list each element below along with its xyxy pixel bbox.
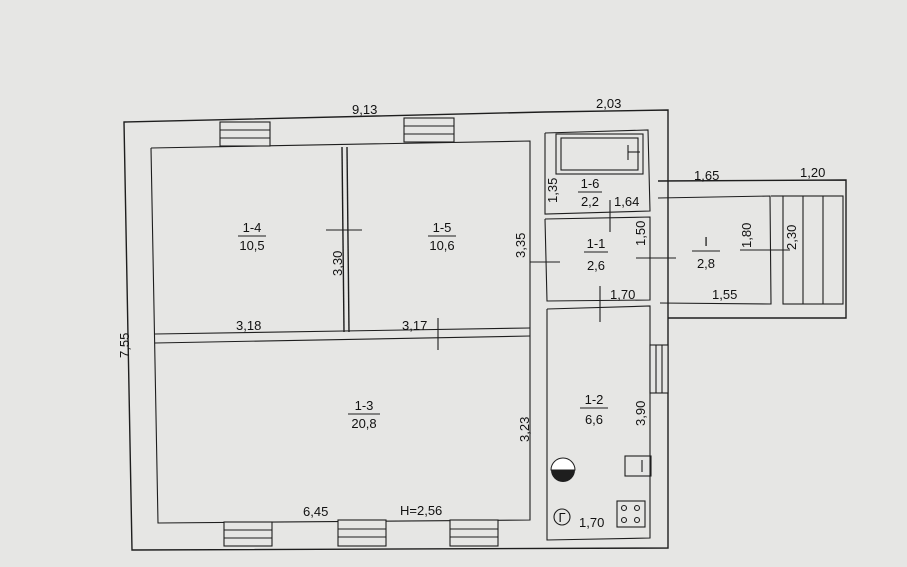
dim-porch-right: 1,80	[739, 223, 754, 248]
dim-top-right: 2,03	[596, 96, 621, 111]
room-label-porch: I 2,8	[692, 234, 720, 271]
svg-text:6,6: 6,6	[585, 412, 603, 427]
svg-text:20,8: 20,8	[351, 416, 376, 431]
bathtub-inner	[560, 137, 639, 171]
dim-room12-bottom: 1,70	[579, 515, 604, 530]
porch-outline	[657, 179, 847, 319]
room-label-11: 1-1 2,6	[584, 236, 608, 273]
window-bottom-3	[449, 519, 499, 547]
room-label-16: 1-6 2,2	[578, 176, 602, 209]
stove-icon	[616, 500, 646, 528]
window-top-2	[403, 117, 455, 143]
dim-room12-right: 3,90	[633, 401, 648, 426]
room-16-outline	[544, 129, 651, 215]
svg-text:10,5: 10,5	[239, 238, 264, 253]
dim-room14-bottom: 3,18	[236, 318, 261, 333]
partition-top-rooms-b	[154, 335, 531, 344]
window-bottom-1	[223, 521, 273, 547]
dim-room15-right: 3,35	[513, 233, 528, 258]
svg-text:2,6: 2,6	[587, 258, 605, 273]
sink-icon	[624, 455, 652, 477]
dim-room16-right: 1,64	[614, 194, 639, 209]
partition-14-15	[341, 146, 345, 333]
gas-meter-symbol: Г	[558, 510, 565, 525]
room-label-15: 1-5 10,6	[428, 220, 456, 253]
svg-text:1-6: 1-6	[581, 176, 600, 191]
gas-meter-icon	[553, 508, 571, 526]
dim-room11-bottom: 1,70	[610, 287, 635, 302]
dim-ceiling-height: H=2,56	[400, 503, 442, 518]
svg-text:I: I	[704, 234, 708, 249]
dim-porch-top: 1,65	[694, 168, 719, 183]
dim-top-main: 9,13	[352, 102, 377, 117]
partition-14-15-b	[346, 146, 350, 333]
svg-text:10,6: 10,6	[429, 238, 454, 253]
dim-steps-top: 1,20	[800, 165, 825, 180]
window-bottom-2	[337, 519, 387, 547]
svg-text:1-3: 1-3	[355, 398, 374, 413]
svg-text:1-5: 1-5	[433, 220, 452, 235]
svg-text:2,2: 2,2	[581, 194, 599, 209]
svg-text:1-2: 1-2	[585, 392, 604, 407]
dim-room11-right: 1,50	[633, 221, 648, 246]
partition-top-rooms	[154, 327, 531, 335]
dim-room15-bottom: 3,17	[402, 318, 427, 333]
room-12-outline	[546, 305, 651, 541]
room-label-12: 1-2 6,6	[580, 392, 608, 427]
window-right	[649, 344, 669, 394]
outer-wall	[123, 109, 669, 551]
window-top-1	[219, 121, 271, 147]
inner-wall-outline	[150, 140, 531, 524]
room-label-14: 1-4 10,5	[238, 220, 266, 253]
dim-room13-bottom: 6,45	[303, 504, 328, 519]
room-label-13: 1-3 20,8	[348, 398, 380, 431]
svg-text:1-1: 1-1	[587, 236, 606, 251]
dim-wall-14-15: 3,30	[330, 251, 345, 276]
bathtub-icon	[555, 133, 644, 175]
dim-left-total: 7,55	[117, 333, 132, 358]
dim-room13-right: 3,23	[517, 417, 532, 442]
dim-porch-bottom: 1,55	[712, 287, 737, 302]
svg-text:2,8: 2,8	[697, 256, 715, 271]
dim-steps-height: 2,30	[784, 225, 799, 250]
room-11-outline	[544, 216, 651, 302]
svg-text:1-4: 1-4	[243, 220, 262, 235]
dim-room16-left: 1,35	[545, 178, 560, 203]
